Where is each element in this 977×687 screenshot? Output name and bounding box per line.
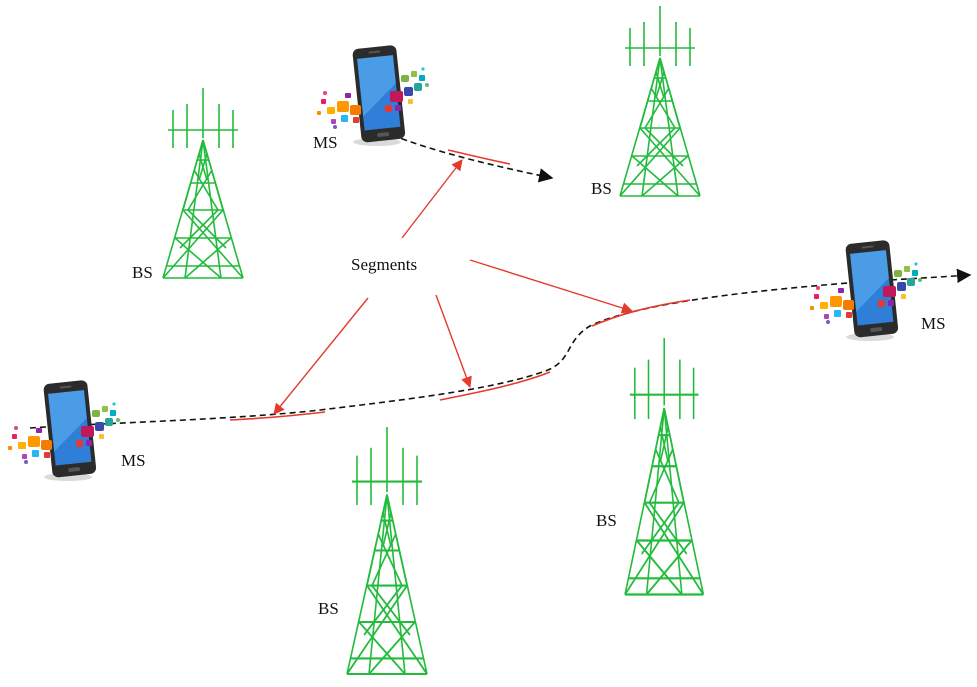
bs-label: BS [596, 511, 617, 530]
segment-arrow [469, 259, 634, 314]
ms-label: MS [921, 314, 946, 333]
movement-path-main [29, 268, 972, 429]
smartphone-icon [317, 44, 429, 146]
segment-arrow [273, 297, 369, 415]
base-station-tower-icon [162, 87, 244, 279]
segments-label: Segments [351, 255, 418, 274]
bs-label: BS [318, 599, 339, 618]
ms-label: MS [121, 451, 146, 470]
base-station-tower-icon [345, 425, 429, 676]
segment-arrow [435, 294, 472, 389]
base-station-tower-icon [619, 5, 701, 197]
smartphone-icon [8, 379, 120, 481]
segment-highlight [447, 149, 511, 165]
segment-arrow [401, 159, 463, 239]
segment-highlight [439, 371, 551, 401]
ms-label: MS [313, 133, 338, 152]
segment-highlight [229, 411, 326, 421]
bs-label: BS [591, 179, 612, 198]
movement-path-top [391, 134, 554, 183]
segment-highlight [591, 299, 691, 327]
bs-label: BS [132, 263, 153, 282]
base-station-tower-icon [623, 336, 705, 596]
smartphone-icon [810, 239, 922, 341]
